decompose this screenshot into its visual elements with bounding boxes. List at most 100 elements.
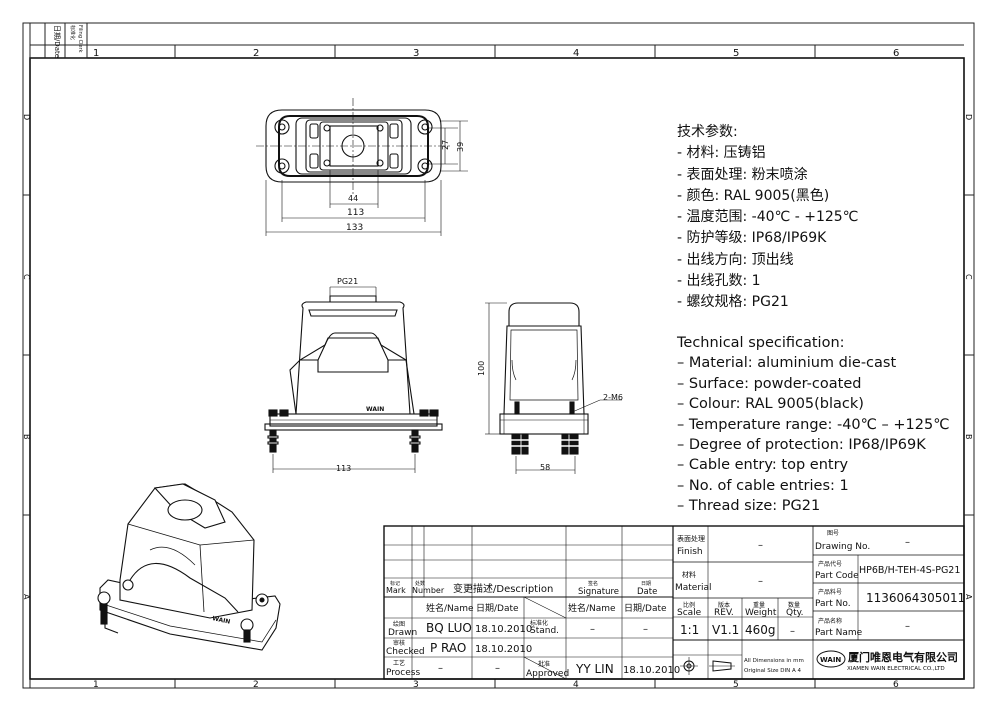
rev-value: V1.1 [712, 623, 739, 637]
number-label: Number [412, 586, 445, 595]
spec-english: Technical specification: – Material: alu… [677, 333, 950, 517]
part-name-value: – [905, 621, 910, 632]
col-label-bottom-6: 6 [893, 680, 899, 690]
spec-cn-item: - 出线孔数: 1 [677, 273, 761, 290]
number-cn: 处数 [415, 580, 425, 587]
finish-value: – [758, 540, 763, 551]
spec-cn-item: - 防护等级: IP68/IP69K [677, 230, 827, 247]
qty-cn: 数量 [788, 601, 800, 609]
drawing-no-cn: 图号 [827, 530, 839, 537]
filing-stamp-label: 标准化 [69, 25, 76, 40]
spec-cn-item: - 温度范围: -40℃ - +125℃ [677, 209, 859, 226]
row-label-b-left: B [22, 434, 31, 440]
row-label-a-right: A [964, 594, 973, 600]
row-markers: D C B A D C B A [22, 114, 974, 600]
drawn-cn: 绘图 [393, 620, 405, 628]
title-block-frame [383, 525, 965, 680]
material-cn: 材料 [682, 570, 696, 579]
dim-133: 133 [346, 223, 363, 233]
col-label-5: 5 [733, 48, 739, 59]
spec-en-item: – Colour: RAL 9005(black) [677, 396, 864, 413]
stand-cn: 标准化 [530, 619, 548, 627]
dim-100: 100 [477, 361, 486, 376]
process-date: – [495, 663, 500, 674]
info-block-text: 表面处理 Finish – 材料 Material – 图号 Drawing N… [675, 530, 965, 674]
revision-grid-text: 标记 Mark 处数 Number 变更描述/Description 签名 Si… [386, 580, 680, 679]
scale-value: 1:1 [680, 623, 699, 637]
scale-label: Scale [677, 608, 702, 618]
stand-name: – [590, 624, 595, 635]
drawing-no-value: – [905, 537, 910, 548]
dim-39: 39 [456, 142, 465, 152]
row-label-c-right: C [964, 274, 973, 280]
stand-date: – [643, 624, 648, 635]
row-label-d-left: D [22, 114, 31, 120]
spec-cn-item: - 材料: 压铸铝 [677, 145, 766, 162]
drawing-no-label: Drawing No. [815, 542, 870, 552]
wain-logo-icon: WAIN [816, 650, 846, 668]
dim-113-top: 113 [347, 208, 364, 218]
date-header-2: 日期/Date [624, 603, 667, 614]
drawn-label: Drawn [388, 628, 417, 638]
rev-label: REV. [714, 608, 734, 618]
spec-cn-item: - 出线方向: 顶出线 [677, 251, 794, 268]
mark-cn: 标记 [390, 580, 400, 587]
front-view-dimensions [272, 286, 416, 473]
spec-cn-item: - 表面处理: 粉末喷涂 [677, 166, 808, 183]
dim-2-m6: 2-M6 [603, 393, 623, 402]
side-view [499, 302, 589, 455]
process-cn: 工艺 [393, 659, 405, 667]
col-label-2: 2 [253, 48, 259, 59]
part-name-cn: 产品名称 [818, 617, 842, 625]
front-view [264, 287, 443, 453]
process-name: – [438, 663, 443, 674]
approved-cn: 批准 [538, 660, 550, 668]
material-label: Material [675, 583, 712, 593]
weight-value: 460g [745, 623, 776, 637]
spec-en-item: – Thread size: PG21 [677, 498, 821, 515]
drawn-date: 18.10.2010 [475, 624, 532, 635]
col-label-1: 1 [93, 48, 99, 59]
filing-stamp-en: Filing Clerk [77, 25, 83, 53]
isometric-view [97, 483, 281, 651]
side-view-dimensions [485, 302, 622, 474]
column-markers-top: 1 2 3 4 5 6 [93, 45, 899, 59]
checked-name: P RAO [430, 641, 466, 655]
row-label-c-left: C [22, 274, 31, 280]
row-label-b-right: B [964, 434, 973, 440]
finish-label: Finish [677, 547, 703, 557]
spec-en-item: – Material: aluminium die-cast [677, 355, 897, 372]
col-label-bottom-4: 4 [573, 680, 579, 690]
scale-cn: 比例 [683, 601, 695, 609]
part-no-label: Part No. [815, 599, 851, 609]
process-label: Process [386, 668, 420, 678]
top-view-dimensions [265, 120, 468, 236]
qty-value: – [790, 626, 795, 637]
rev-cn: 版本 [718, 601, 730, 609]
dim-pg21-front: PG21 [337, 277, 358, 286]
row-label-d-right: D [964, 114, 973, 120]
col-label-6: 6 [893, 48, 899, 59]
date-cn: 日期 [641, 581, 651, 587]
column-markers-bottom: 1 2 3 4 5 6 [93, 679, 899, 690]
spec-chinese: 技术参数: - 材料: 压铸铝 - 表面处理: 粉末喷涂 - 颜色: RAL 9… [677, 122, 858, 314]
company-name-cn: 厦门唯恩电气有限公司 [848, 650, 958, 664]
spec-cn-item: - 螺纹规格: PG21 [677, 294, 789, 311]
drawn-name: BQ LUO [426, 621, 472, 635]
dim-113-front: 113 [336, 464, 351, 473]
date-stamp-label: 日期/Date [53, 25, 61, 58]
dim-44: 44 [348, 194, 358, 203]
material-value: – [758, 576, 763, 587]
finish-cn: 表面处理 [677, 534, 705, 543]
spec-en-item: – No. of cable entries: 1 [677, 477, 849, 494]
weight-cn: 重量 [753, 601, 765, 609]
approved-date: 18.10.2010 [623, 665, 680, 676]
logo-text: WAIN [820, 656, 841, 664]
name-header-2: 姓名/Name [568, 602, 616, 614]
dim-58: 58 [540, 463, 550, 472]
date-label: Date [637, 587, 657, 597]
signature-cn: 签名 [588, 580, 598, 587]
mark-label: Mark [386, 586, 406, 595]
